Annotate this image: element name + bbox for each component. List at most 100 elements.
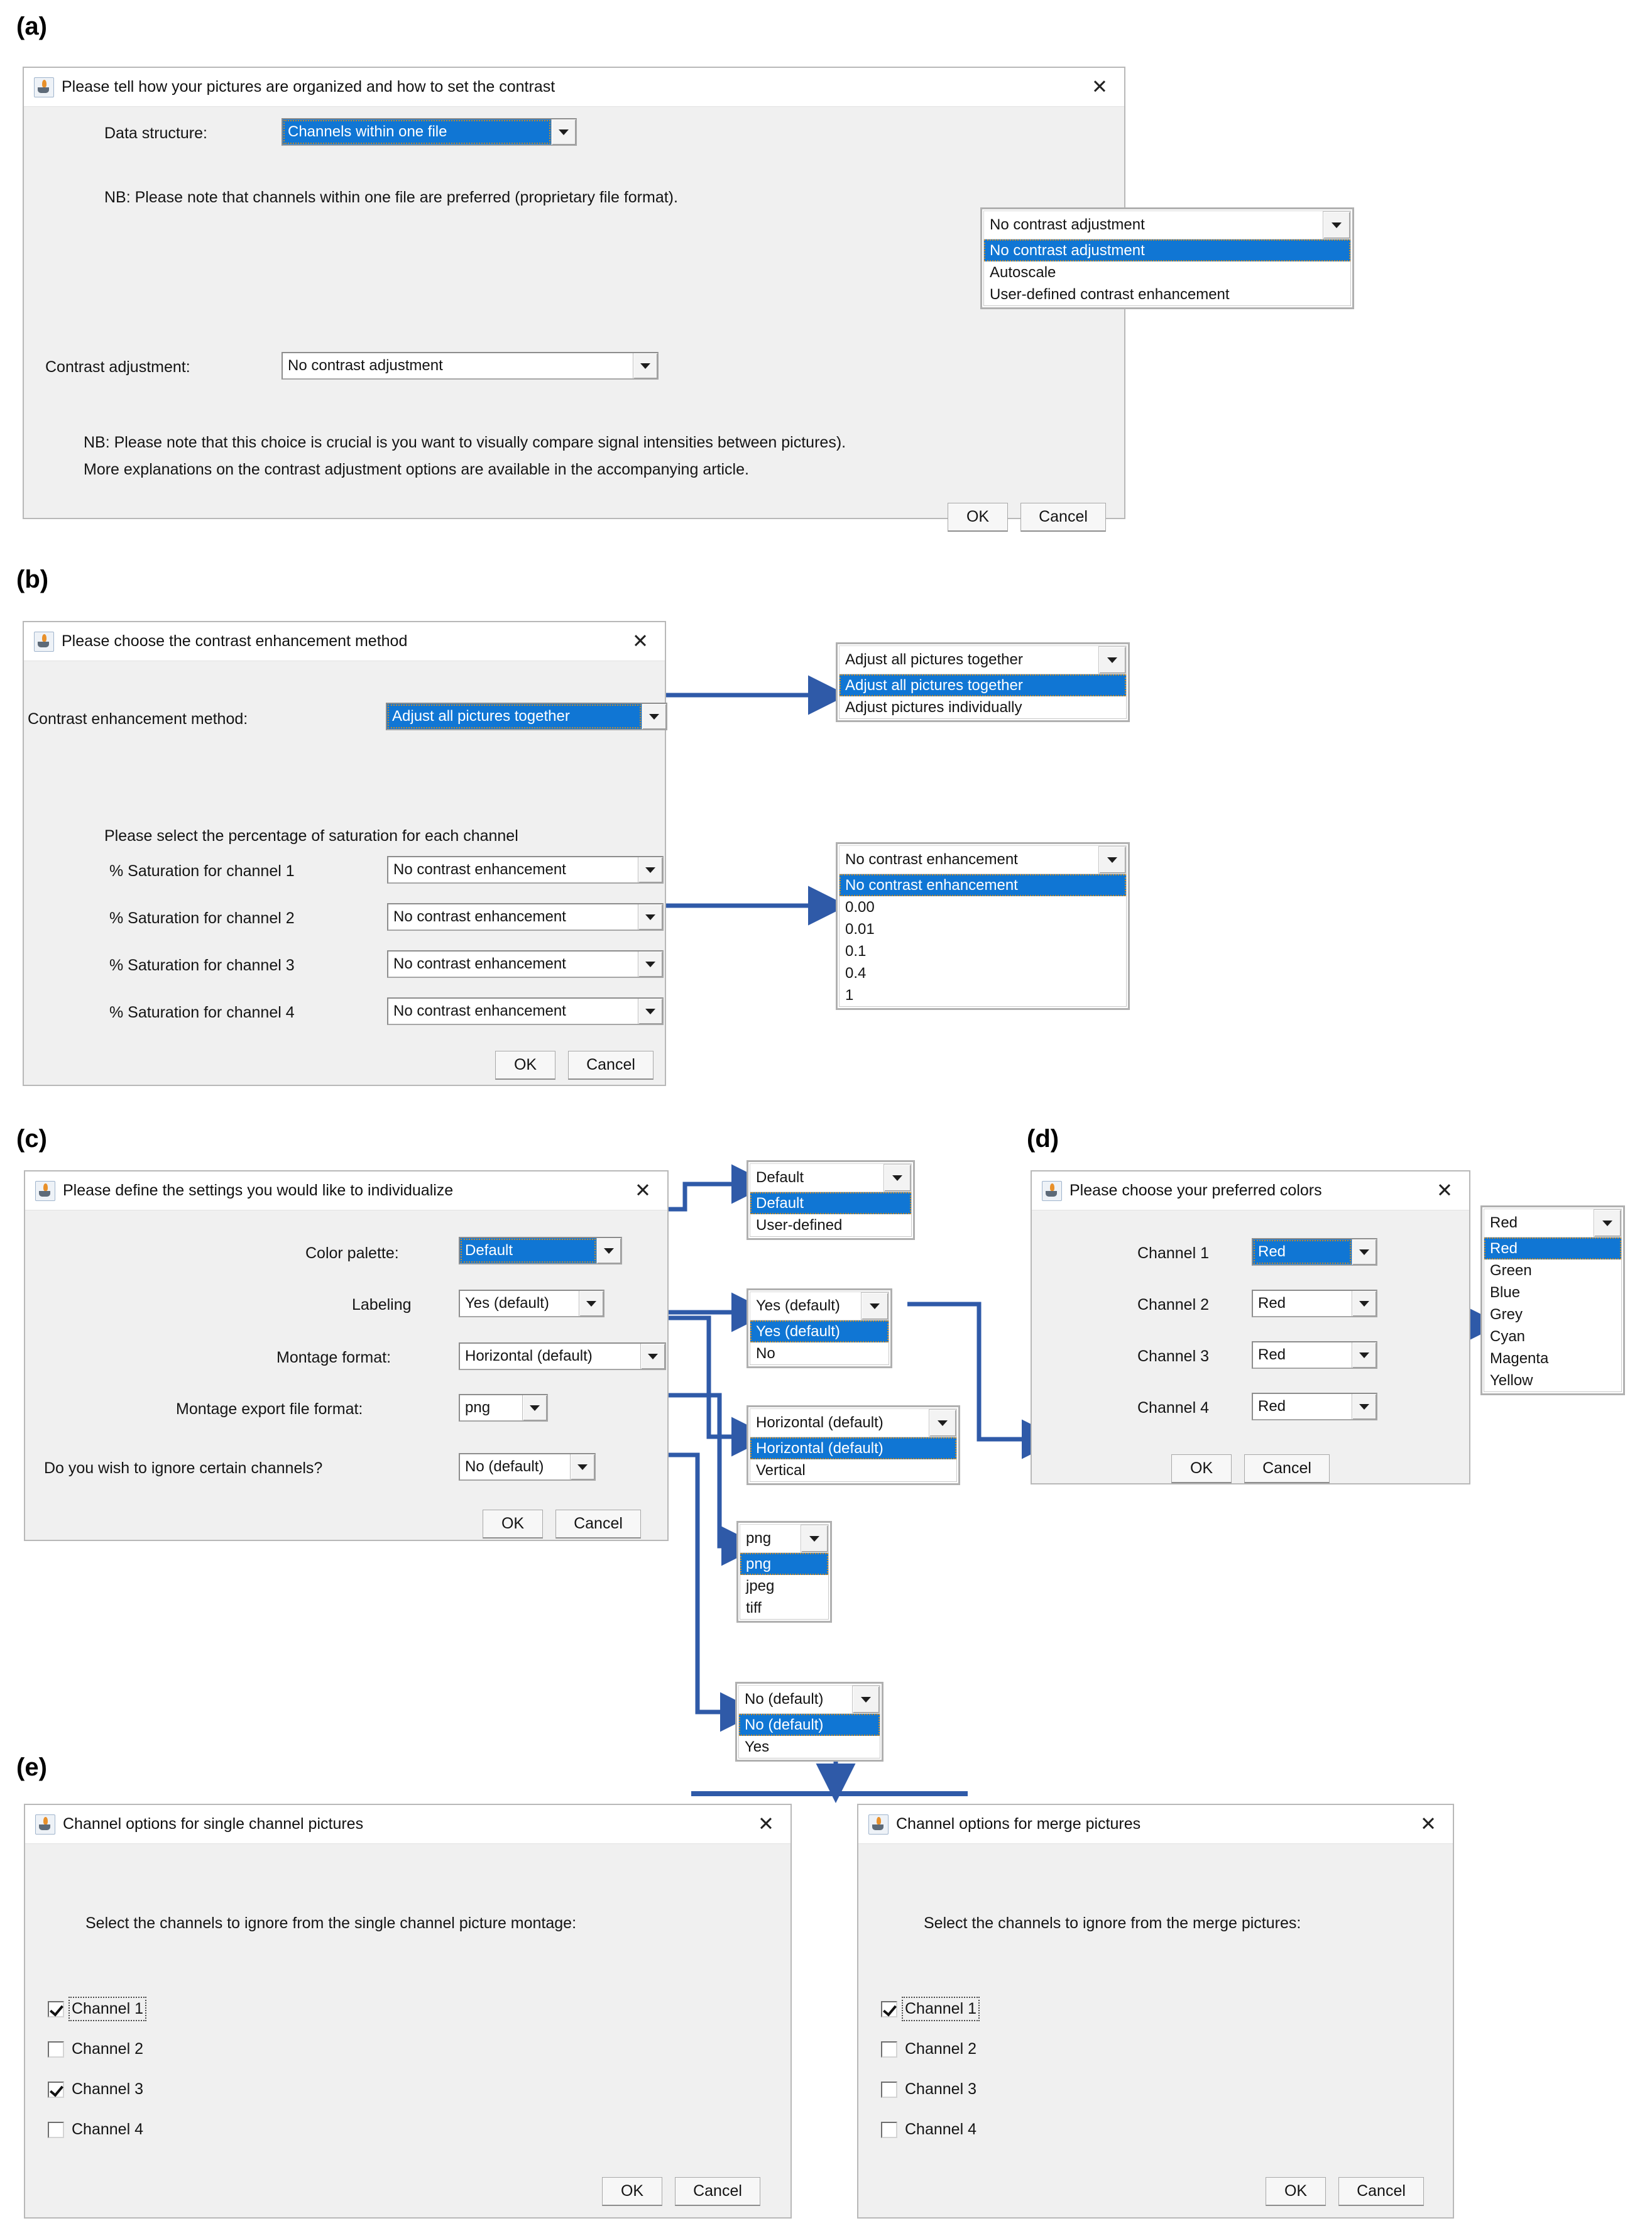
chevron-down-icon[interactable] — [642, 704, 666, 729]
ignore-channels-combo[interactable]: No (default) — [459, 1453, 596, 1481]
contrast-adjustment-popup[interactable]: No contrast adjustment No contrast adjus… — [980, 207, 1354, 309]
checkbox-icon-channel-2[interactable] — [48, 2041, 64, 2058]
checkbox-row-merge-channel-1[interactable]: Channel 1 — [881, 1997, 980, 2021]
checkbox-icon-merge-channel-2[interactable] — [881, 2041, 897, 2058]
checkbox-row-merge-channel-2[interactable]: Channel 2 — [881, 2040, 976, 2058]
close-icon[interactable]: ✕ — [635, 1179, 651, 1202]
checkbox-row-merge-channel-4[interactable]: Channel 4 — [881, 2121, 976, 2139]
close-icon[interactable]: ✕ — [758, 1813, 774, 1835]
popup-contrast-option-0[interactable]: No contrast adjustment — [984, 239, 1350, 261]
chevron-down-icon[interactable] — [861, 1292, 889, 1320]
ok-button[interactable]: OK — [495, 1051, 555, 1080]
popup-contrast-combo[interactable]: No contrast adjustment — [983, 211, 1351, 239]
ignore-channels-popup[interactable]: No (default) No (default) Yes — [735, 1682, 883, 1762]
popup-contrast-list[interactable]: No contrast adjustment Autoscale User-de… — [983, 239, 1351, 306]
cancel-button[interactable]: Cancel — [1020, 503, 1106, 532]
checkbox-icon-channel-3[interactable] — [48, 2081, 64, 2098]
chevron-down-icon[interactable] — [1098, 646, 1126, 674]
close-icon[interactable]: ✕ — [1436, 1179, 1453, 1202]
chevron-down-icon[interactable] — [1098, 846, 1126, 874]
checkbox-row-channel-2[interactable]: Channel 2 — [48, 2040, 143, 2058]
popup-saturation-option-0[interactable]: No contrast enhancement — [840, 874, 1126, 896]
chevron-down-icon[interactable] — [551, 119, 576, 145]
popup-palette-option-0[interactable]: Default — [750, 1192, 911, 1214]
checkbox-icon-merge-channel-1[interactable] — [881, 2000, 897, 2017]
saturation-ch3-combo[interactable]: No contrast enhancement — [387, 950, 664, 978]
cancel-button[interactable]: Cancel — [555, 1510, 641, 1539]
popup-palette-combo[interactable]: Default — [750, 1163, 912, 1192]
chevron-down-icon[interactable] — [1323, 211, 1350, 239]
montage-format-popup[interactable]: Horizontal (default) Horizontal (default… — [747, 1405, 960, 1485]
color-palette-popup[interactable]: Default Default User-defined — [747, 1160, 915, 1240]
chevron-down-icon[interactable] — [1352, 1394, 1376, 1419]
montage-export-format-combo[interactable]: png — [459, 1394, 548, 1422]
close-icon[interactable]: ✕ — [1420, 1813, 1436, 1835]
popup-colors-option-2[interactable]: Blue — [1490, 1284, 1521, 1301]
ok-button[interactable]: OK — [602, 2177, 662, 2206]
chevron-down-icon[interactable] — [1594, 1209, 1621, 1237]
cancel-button[interactable]: Cancel — [1244, 1454, 1330, 1483]
cancel-button[interactable]: Cancel — [675, 2177, 760, 2206]
popup-labeling-option-1[interactable]: No — [756, 1345, 775, 1362]
popup-format-list[interactable]: png jpeg tiff — [740, 1553, 829, 1620]
popup-montage-option-1[interactable]: Vertical — [756, 1462, 806, 1479]
ok-button[interactable]: OK — [1171, 1454, 1232, 1483]
popup-saturation-option-3[interactable]: 0.1 — [845, 943, 867, 960]
color-palette-combo[interactable]: Default — [459, 1237, 622, 1265]
chevron-down-icon[interactable] — [633, 353, 657, 378]
popup-palette-list[interactable]: Default User-defined — [750, 1192, 912, 1237]
chevron-down-icon[interactable] — [579, 1291, 603, 1316]
channel-colors-popup[interactable]: Red Red Green Blue Grey Cyan Magenta Yel… — [1480, 1205, 1625, 1395]
popup-montage-option-0[interactable]: Horizontal (default) — [750, 1437, 956, 1459]
cancel-button[interactable]: Cancel — [1338, 2177, 1424, 2206]
popup-method-list[interactable]: Adjust all pictures together Adjust pict… — [839, 674, 1127, 719]
saturation-ch2-combo[interactable]: No contrast enhancement — [387, 903, 664, 931]
saturation-ch1-combo[interactable]: No contrast enhancement — [387, 856, 664, 884]
export-format-popup[interactable]: png png jpeg tiff — [736, 1521, 832, 1623]
popup-ignore-combo[interactable]: No (default) — [738, 1685, 880, 1714]
popup-colors-list[interactable]: Red Green Blue Grey Cyan Magenta Yellow — [1484, 1237, 1622, 1392]
popup-montage-combo[interactable]: Horizontal (default) — [750, 1408, 957, 1437]
chevron-down-icon[interactable] — [522, 1395, 547, 1420]
chevron-down-icon[interactable] — [638, 952, 662, 977]
chevron-down-icon[interactable] — [640, 1344, 665, 1369]
chevron-down-icon[interactable] — [596, 1238, 621, 1263]
popup-labeling-option-0[interactable]: Yes (default) — [750, 1320, 889, 1342]
cancel-button[interactable]: Cancel — [568, 1051, 654, 1080]
chevron-down-icon[interactable] — [638, 857, 662, 882]
saturation-ch4-combo[interactable]: No contrast enhancement — [387, 997, 664, 1025]
popup-format-option-0[interactable]: png — [740, 1553, 828, 1575]
checkbox-row-merge-channel-3[interactable]: Channel 3 — [881, 2080, 976, 2099]
chevron-down-icon[interactable] — [1352, 1239, 1376, 1265]
contrast-method-popup[interactable]: Adjust all pictures together Adjust all … — [836, 642, 1130, 722]
popup-saturation-combo[interactable]: No contrast enhancement — [839, 845, 1127, 874]
chevron-down-icon[interactable] — [801, 1525, 828, 1552]
data-structure-combo[interactable]: Channels within one file — [282, 118, 577, 146]
close-icon[interactable]: ✕ — [632, 630, 648, 652]
popup-ignore-option-0[interactable]: No (default) — [739, 1714, 880, 1736]
chevron-down-icon[interactable] — [570, 1454, 594, 1479]
checkbox-icon-channel-4[interactable] — [48, 2121, 64, 2138]
popup-saturation-list[interactable]: No contrast enhancement 0.00 0.01 0.1 0.… — [839, 874, 1127, 1007]
ok-button[interactable]: OK — [948, 503, 1008, 532]
popup-method-combo[interactable]: Adjust all pictures together — [839, 645, 1127, 674]
popup-colors-option-5[interactable]: Magenta — [1490, 1350, 1549, 1367]
popup-colors-option-1[interactable]: Green — [1490, 1262, 1532, 1279]
checkbox-row-channel-4[interactable]: Channel 4 — [48, 2121, 143, 2139]
contrast-method-combo[interactable]: Adjust all pictures together — [386, 703, 667, 730]
popup-colors-option-4[interactable]: Cyan — [1490, 1328, 1526, 1345]
popup-format-combo[interactable]: png — [740, 1524, 829, 1553]
close-icon[interactable]: ✕ — [1091, 75, 1108, 98]
popup-colors-option-6[interactable]: Yellow — [1490, 1372, 1533, 1389]
color-channel-2-combo[interactable]: Red — [1252, 1290, 1377, 1317]
chevron-down-icon[interactable] — [852, 1686, 880, 1713]
popup-colors-option-0[interactable]: Red — [1484, 1237, 1621, 1259]
popup-palette-option-1[interactable]: User-defined — [756, 1217, 843, 1234]
checkbox-icon-merge-channel-4[interactable] — [881, 2121, 897, 2138]
checkbox-row-channel-3[interactable]: Channel 3 — [48, 2080, 143, 2099]
chevron-down-icon[interactable] — [638, 904, 662, 930]
chevron-down-icon[interactable] — [1352, 1342, 1376, 1368]
popup-colors-option-3[interactable]: Grey — [1490, 1306, 1523, 1323]
popup-colors-combo[interactable]: Red — [1484, 1209, 1622, 1237]
popup-method-option-1[interactable]: Adjust pictures individually — [845, 699, 1022, 716]
